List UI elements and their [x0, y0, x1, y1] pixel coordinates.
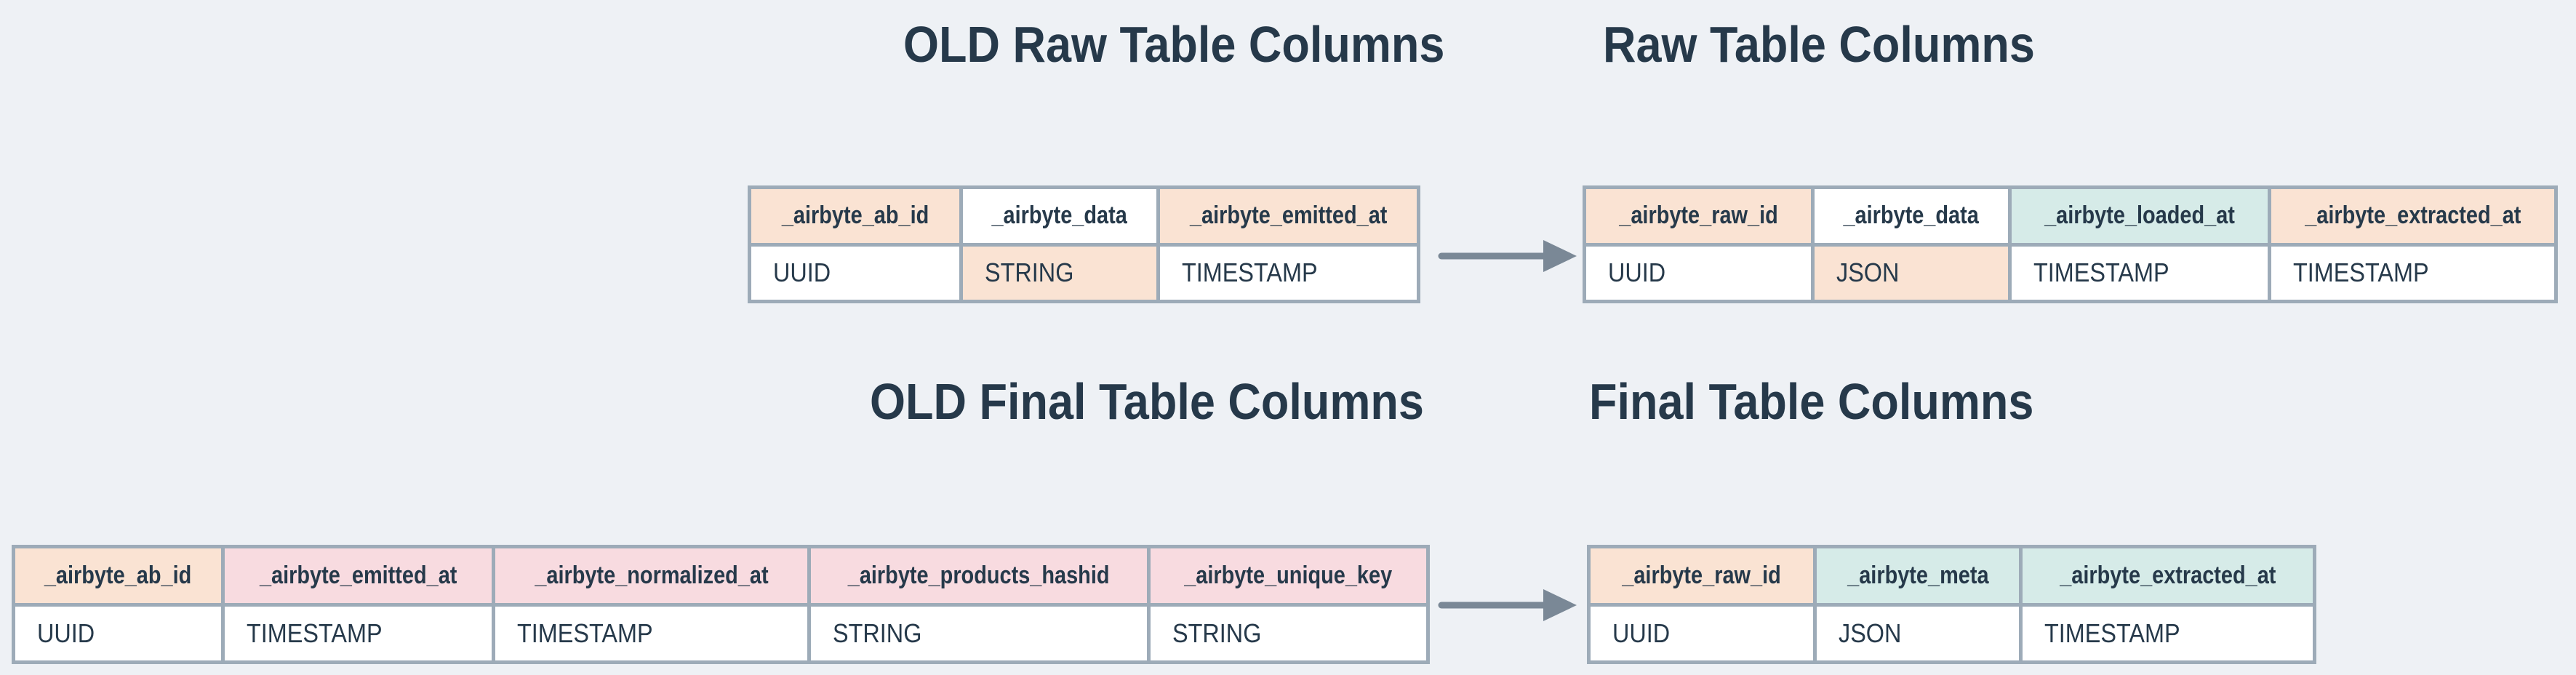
column-type: JSON [1838, 618, 1902, 648]
column-type-cell: TIMESTAMP [2012, 246, 2268, 300]
column-type: STRING [833, 618, 922, 648]
column-type: TIMESTAMP [1181, 257, 1318, 288]
column-type-cell: TIMESTAMP [495, 606, 808, 660]
column-type: TIMESTAMP [246, 618, 383, 648]
raw-table-title: Raw Table Columns [1603, 16, 2035, 73]
column-type: TIMESTAMP [2293, 257, 2429, 288]
column-type: JSON [1836, 257, 1900, 288]
column-header-cell: _airbyte_data [962, 189, 1156, 243]
column-type-cell: STRING [1150, 606, 1426, 660]
column-name: _airbyte_normalized_at [534, 561, 769, 589]
column-header-cell: _airbyte_products_hashid [811, 548, 1147, 603]
column-header-cell: _airbyte_extracted_at [2023, 548, 2313, 603]
column-type: TIMESTAMP [516, 618, 653, 648]
column-name: _airbyte_meta [1847, 561, 1989, 589]
column-type: UUID [773, 257, 831, 288]
final-migration-right-arrow-icon [1438, 589, 1577, 621]
column-header-cell: _airbyte_data [1815, 189, 2009, 243]
column-type-cell: UUID [751, 246, 959, 300]
column-type: UUID [1612, 618, 1671, 648]
column-name: _airbyte_emitted_at [1189, 201, 1388, 230]
column-name: _airbyte_raw_id [1619, 201, 1778, 230]
column-header-cell: _airbyte_meta [1816, 548, 2020, 603]
column-type-cell: UUID [1586, 246, 1812, 300]
column-type-cell: STRING [811, 606, 1147, 660]
column-type-cell: TIMESTAMP [2023, 606, 2313, 660]
column-type-cell: JSON [1815, 246, 2009, 300]
column-name: _airbyte_ab_id [44, 561, 192, 589]
column-header-cell: _airbyte_unique_key [1150, 548, 1426, 603]
column-name: _airbyte_emitted_at [259, 561, 457, 589]
raw-migration-right-arrow-icon [1438, 240, 1577, 272]
column-name: _airbyte_ab_id [781, 201, 929, 230]
column-type: TIMESTAMP [2044, 618, 2180, 648]
column-name: _airbyte_unique_key [1184, 561, 1393, 589]
column-name: _airbyte_extracted_at [2059, 561, 2276, 589]
final-table: _airbyte_raw_id _airbyte_meta _airbyte_e… [1587, 545, 2316, 664]
old-raw-table-title: OLD Raw Table Columns [903, 16, 1445, 73]
raw-table: _airbyte_raw_id _airbyte_data _airbyte_l… [1583, 185, 2558, 303]
column-type-cell: UUID [15, 606, 221, 660]
old-final-table-title: OLD Final Table Columns [870, 373, 1424, 430]
old-raw-table: _airbyte_ab_id _airbyte_data _airbyte_em… [748, 185, 1420, 303]
column-name: _airbyte_raw_id [1622, 561, 1782, 589]
column-name: _airbyte_extracted_at [2305, 201, 2521, 230]
column-type: STRING [984, 257, 1074, 288]
column-name: _airbyte_products_hashid [848, 561, 1110, 589]
column-header-cell: _airbyte_extracted_at [2271, 189, 2554, 243]
column-type: STRING [1172, 618, 1262, 648]
column-name: _airbyte_data [991, 201, 1127, 230]
column-type-cell: TIMESTAMP [1159, 246, 1417, 300]
column-header-cell: _airbyte_raw_id [1591, 548, 1813, 603]
column-type: UUID [1608, 257, 1666, 288]
column-type-cell: JSON [1816, 606, 2020, 660]
final-table-title: Final Table Columns [1589, 373, 2034, 430]
column-header-cell: _airbyte_ab_id [751, 189, 959, 243]
column-header-cell: _airbyte_normalized_at [495, 548, 808, 603]
column-type-cell: TIMESTAMP [2271, 246, 2554, 300]
old-final-table: _airbyte_ab_id _airbyte_emitted_at _airb… [12, 545, 1430, 664]
column-type-cell: TIMESTAMP [224, 606, 492, 660]
column-header-cell: _airbyte_raw_id [1586, 189, 1812, 243]
column-type: TIMESTAMP [2033, 257, 2169, 288]
column-header-cell: _airbyte_emitted_at [224, 548, 492, 603]
column-type: UUID [37, 618, 95, 648]
column-header-cell: _airbyte_ab_id [15, 548, 221, 603]
column-type-cell: STRING [962, 246, 1156, 300]
column-type-cell: UUID [1591, 606, 1813, 660]
column-name: _airbyte_data [1843, 201, 1980, 230]
column-name: _airbyte_loaded_at [2044, 201, 2236, 230]
column-header-cell: _airbyte_loaded_at [2012, 189, 2268, 243]
column-header-cell: _airbyte_emitted_at [1159, 189, 1417, 243]
